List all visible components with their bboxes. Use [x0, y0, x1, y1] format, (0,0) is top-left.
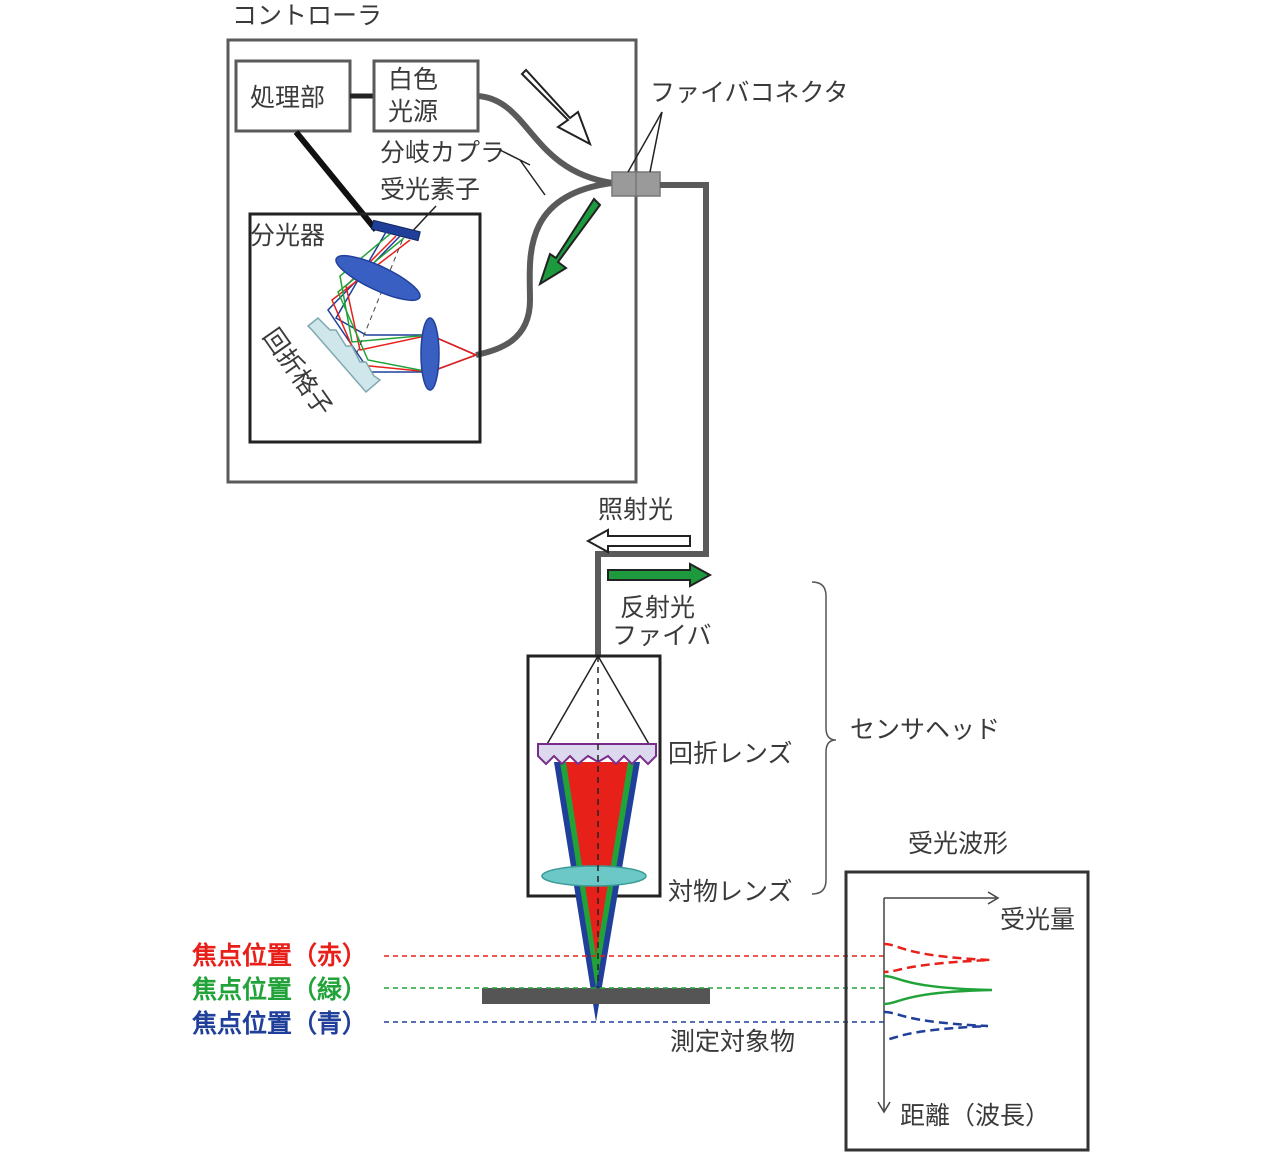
focusing-lens — [335, 254, 421, 302]
fiber-connector-right — [635, 171, 661, 197]
processor-box — [234, 59, 352, 133]
beam-edge-right — [597, 655, 651, 747]
focus-red-label: 焦点位置（赤） — [192, 941, 367, 970]
waveform-peak-blue — [883, 1010, 989, 1042]
distance-wavelength-label: 距離（波長） — [900, 1101, 1050, 1130]
sensor-head-bracket — [811, 581, 837, 895]
fiber-connector-left — [611, 171, 639, 197]
waveform-box — [844, 870, 1090, 1152]
connector-pointer-2 — [649, 111, 663, 173]
diffraction-lens-label: 回折レンズ — [668, 739, 793, 768]
distance-axis-arrowhead — [877, 1101, 891, 1114]
branch-coupler-label: 分岐カプラ — [380, 138, 505, 167]
outgoing-light-arrow — [520, 68, 592, 147]
main-fiber — [595, 182, 709, 656]
photodetector-label: 受光素子 — [380, 175, 480, 204]
diffraction-lens-shape — [537, 743, 657, 766]
fiber-source-to-coupler — [477, 93, 613, 186]
reflected-light-label: 反射光 — [620, 593, 695, 622]
waveform-title: 受光波形 — [908, 829, 1008, 858]
irradiation-arrow — [585, 528, 691, 554]
spectrometer-axis — [349, 235, 405, 371]
white-light-label-2: 光源 — [388, 97, 438, 126]
white-light-label-1: 白色 — [388, 65, 438, 94]
objective-lens-shape — [541, 865, 647, 887]
focus-blue-label: 焦点位置（青） — [192, 1009, 367, 1038]
sensor-head-label: センサヘッド — [850, 715, 1000, 744]
coupler-pointer-1 — [499, 149, 531, 166]
beam-edge-left — [545, 655, 599, 747]
processor-label: 処理部 — [250, 83, 325, 112]
waveform-peak-red — [883, 942, 991, 974]
photodetector-array — [370, 219, 421, 242]
measurement-target-plate — [482, 988, 710, 1004]
controller-label: コントローラ — [232, 1, 382, 30]
reflection-arrow — [607, 562, 713, 588]
connector-pointer-1 — [627, 111, 663, 173]
coupler-pointer-2 — [519, 159, 546, 196]
waveform-peak-green — [883, 974, 993, 1006]
objective-lens-label: 対物レンズ — [668, 877, 793, 906]
focus-green-label: 焦点位置（緑） — [192, 975, 367, 1004]
measurement-target-label: 測定対象物 — [670, 1027, 795, 1056]
red-focus-cone — [566, 762, 628, 956]
collimating-lens — [420, 317, 440, 391]
received-amount-axis-arrowhead — [987, 891, 1000, 905]
fiber-coupler-to-spectrometer — [475, 180, 613, 358]
spectrometer-box — [248, 212, 482, 444]
fiber-connector-label: ファイバコネクタ — [650, 78, 849, 107]
fiber-label: ファイバ — [612, 621, 712, 650]
return-light-arrow — [538, 197, 602, 287]
spectrometer-label: 分光器 — [250, 221, 325, 250]
diffraction-grating-shape — [306, 316, 382, 394]
irradiation-light-label: 照射光 — [598, 495, 673, 524]
controller-box — [226, 38, 638, 484]
received-amount-label: 受光量 — [1000, 905, 1075, 934]
